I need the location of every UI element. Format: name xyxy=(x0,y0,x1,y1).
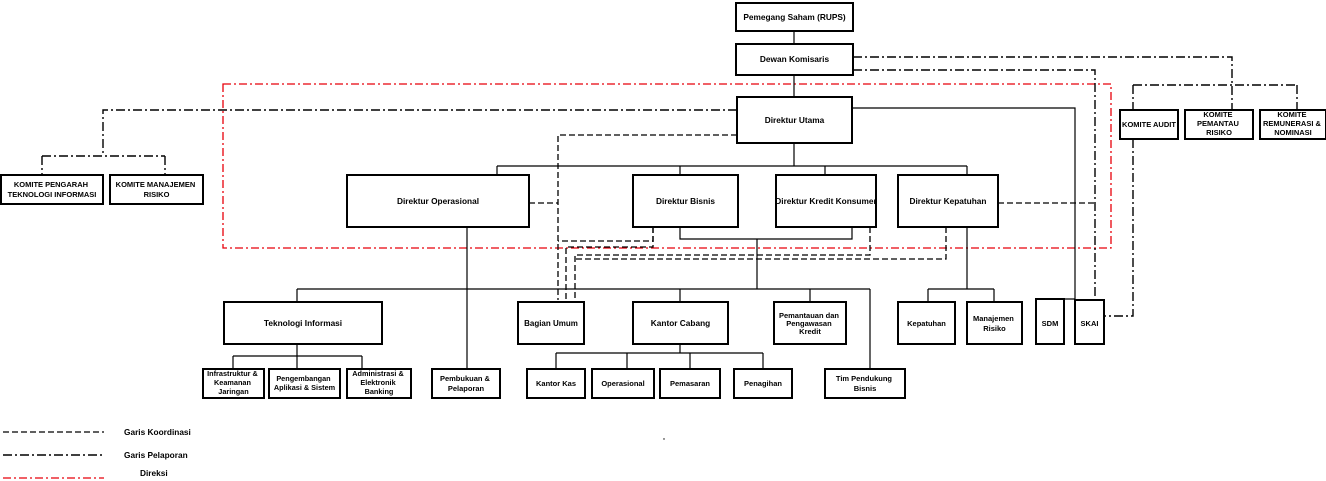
label-tim-pendukung: Tim Pendukung Bisnis xyxy=(836,374,894,393)
label-sdm: SDM xyxy=(1042,319,1059,328)
legend-label-koordinasi: Garis Koordinasi xyxy=(124,427,191,437)
label-manajemen-risiko: Manajemen Risiko xyxy=(973,314,1016,333)
box-rups xyxy=(735,2,854,32)
box-pengembangan xyxy=(268,368,341,399)
label-administrasi: Administrasi & Elektronik Banking xyxy=(352,369,406,396)
box-infrastruktur xyxy=(202,368,265,399)
label-direktur-utama: Direktur Utama xyxy=(765,115,825,125)
box-sdm xyxy=(1035,298,1065,345)
label-kpr-line1: KOMITE xyxy=(1203,110,1232,119)
direksi-boundary xyxy=(222,83,1112,249)
boxes xyxy=(0,2,1326,399)
label-pem-line3: Kredit xyxy=(799,327,821,336)
box-komite-pengarah-ti xyxy=(0,174,104,205)
box-operasional xyxy=(591,368,655,399)
label-komite-manajemen-risiko: KOMITE MANAJEMEN RISIKO xyxy=(116,180,198,199)
label-kpr-line3: RISIKO xyxy=(1206,128,1232,137)
solid-connectors xyxy=(232,31,1076,369)
label-infra-line1: Infrastruktur & xyxy=(207,369,258,378)
label-direktur-kepatuhan: Direktur Kepatuhan xyxy=(910,196,987,206)
label-pem-line1: Pemantauan dan xyxy=(779,311,839,320)
label-skai: SKAI xyxy=(1081,319,1099,328)
label-kpti-line1: KOMITE PENGARAH xyxy=(14,180,88,189)
label-krn-line3: NOMINASI xyxy=(1274,128,1312,137)
box-teknologi-informasi xyxy=(223,301,383,345)
label-infrastruktur: Infrastruktur & Keamanan Jaringan xyxy=(207,369,260,396)
label-infra-line3: Jaringan xyxy=(218,387,248,396)
box-bagian-umum xyxy=(517,301,585,345)
label-kpr-line2: PEMANTAU xyxy=(1197,119,1239,128)
box-komite-audit xyxy=(1119,109,1179,140)
label-krn-line1: KOMITE xyxy=(1277,110,1306,119)
label-penagihan: Penagihan xyxy=(744,379,782,388)
box-kepatuhan xyxy=(897,301,956,345)
label-krn-line2: REMUNERASI & xyxy=(1263,119,1322,128)
label-komite-remunerasi: KOMITE REMUNERASI & NOMINASI xyxy=(1263,110,1323,137)
box-komite-manajemen-risiko xyxy=(109,174,204,205)
label-kantor-kas: Kantor Kas xyxy=(536,379,576,388)
label-mr-line1: Manajemen xyxy=(973,314,1014,323)
box-direktur-operasional xyxy=(346,174,530,228)
label-komite-pengarah-ti: KOMITE PENGARAH TEKNOLOGI INFORMASI xyxy=(8,180,97,199)
label-kmr-line1: KOMITE MANAJEMEN xyxy=(116,180,196,189)
box-direktur-kepatuhan xyxy=(897,174,999,228)
stray-dot xyxy=(663,438,665,440)
label-pembukuan: Pembukuan & Pelaporan xyxy=(440,374,492,393)
label-direktur-kredit-konsumer: Direktur Kredit Konsumer xyxy=(775,196,877,206)
label-kpti-line2: TEKNOLOGI INFORMASI xyxy=(8,190,97,199)
reporting-lines xyxy=(41,56,1298,317)
legend-label-pelaporan: Garis Pelaporan xyxy=(124,450,188,460)
label-direktur-operasional: Direktur Operasional xyxy=(397,196,479,206)
box-dewan-komisaris xyxy=(735,43,854,76)
label-teknologi-informasi: Teknologi Informasi xyxy=(264,318,342,328)
box-administrasi xyxy=(346,368,412,399)
box-direktur-kredit-konsumer xyxy=(775,174,877,228)
legend-label-direksi: Direksi xyxy=(140,468,168,478)
box-tim-pendukung xyxy=(824,368,906,399)
box-kantor-cabang xyxy=(632,301,729,345)
label-mr-line2: Risiko xyxy=(983,324,1006,333)
box-pembukuan xyxy=(431,368,501,399)
label-infra-line2: Keamanan xyxy=(214,378,251,387)
label-tim-line2: Bisnis xyxy=(854,384,877,393)
label-komite-audit: KOMITE AUDIT xyxy=(1122,120,1176,129)
label-rups: Pemegang Saham (RUPS) xyxy=(743,12,846,22)
label-adm-line3: Banking xyxy=(365,387,394,396)
label-peng-line1: Pengembangan xyxy=(276,374,330,383)
label-pemantauan: Pemantauan dan Pengawasan Kredit xyxy=(779,311,841,336)
label-kmr-line2: RISIKO xyxy=(144,190,170,199)
label-bagian-umum: Bagian Umum xyxy=(524,319,578,328)
label-adm-line2: Elektronik xyxy=(360,378,396,387)
label-pemb-line1: Pembukuan & xyxy=(440,374,491,383)
label-pem-line2: Pengawasan xyxy=(786,319,832,328)
box-penagihan xyxy=(733,368,793,399)
label-kantor-cabang: Kantor Cabang xyxy=(651,318,710,328)
label-dewan-komisaris: Dewan Komisaris xyxy=(760,54,830,64)
box-kantor-kas xyxy=(526,368,586,399)
box-direktur-utama xyxy=(736,96,853,144)
coordination-lines xyxy=(529,134,1095,300)
box-manajemen-risiko xyxy=(966,301,1023,345)
box-direktur-bisnis xyxy=(632,174,739,228)
label-komite-pemantau-risiko: KOMITE PEMANTAU RISIKO xyxy=(1197,110,1241,137)
label-kepatuhan: Kepatuhan xyxy=(907,319,946,328)
box-skai xyxy=(1074,299,1105,345)
box-komite-remunerasi xyxy=(1259,109,1326,140)
label-direktur-bisnis: Direktur Bisnis xyxy=(656,196,715,206)
box-pemantauan xyxy=(773,301,847,345)
label-tim-line1: Tim Pendukung xyxy=(836,374,893,383)
box-pemasaran xyxy=(659,368,721,399)
box-komite-pemantau-risiko xyxy=(1184,109,1254,140)
label-operasional: Operasional xyxy=(601,379,644,388)
label-pemb-line2: Pelaporan xyxy=(448,384,485,393)
legend: Garis Koordinasi Garis Pelaporan Direksi xyxy=(3,427,191,479)
label-peng-line2: Aplikasi & Sistem xyxy=(274,383,336,392)
label-pengembangan: Pengembangan Aplikasi & Sistem xyxy=(274,374,336,392)
label-pemasaran: Pemasaran xyxy=(670,379,710,388)
label-adm-line1: Administrasi & xyxy=(352,369,404,378)
